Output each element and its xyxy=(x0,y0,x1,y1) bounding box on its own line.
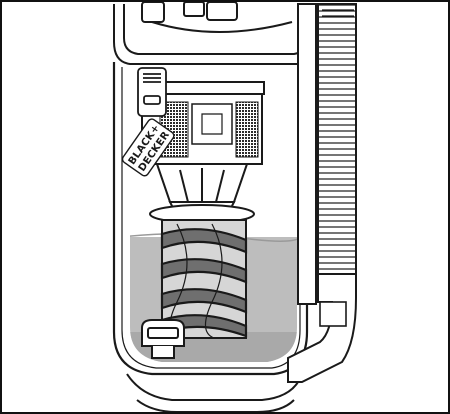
bin-release-latch xyxy=(137,67,167,117)
top-housing xyxy=(113,2,317,65)
spiral-agitator xyxy=(160,219,248,339)
cyclone-cone xyxy=(149,163,255,224)
vacuum-base xyxy=(126,373,303,412)
bottom-release-handle xyxy=(141,319,185,359)
vacuum-hose xyxy=(287,3,357,383)
